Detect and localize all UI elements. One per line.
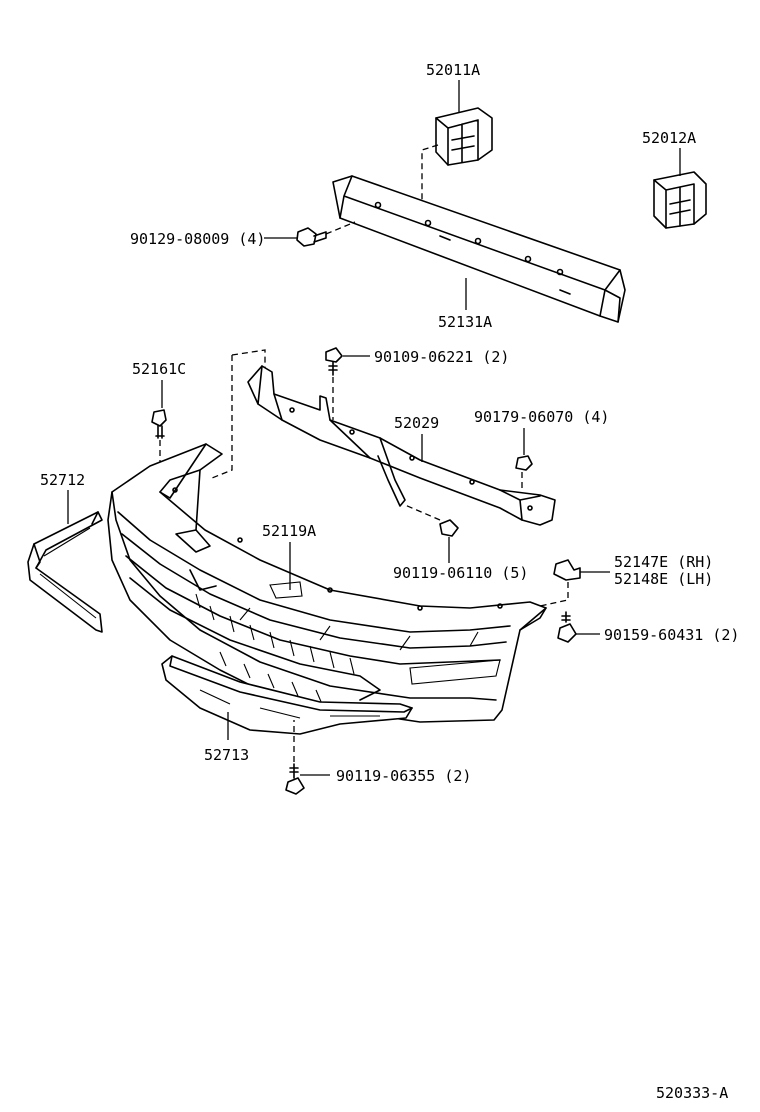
label-52119a: 52119A bbox=[262, 522, 316, 540]
diagram-id: 520333-A bbox=[656, 1084, 728, 1102]
dashed-guide-52011a bbox=[421, 144, 439, 205]
label-52161c: 52161C bbox=[132, 360, 186, 378]
label-90159-60431: 90159-60431 (2) bbox=[604, 626, 739, 644]
label-90119-06110: 90119-06110 (5) bbox=[393, 564, 528, 582]
screw-90159-60431[interactable] bbox=[557, 611, 577, 643]
reinforcement-52131a[interactable] bbox=[332, 175, 626, 323]
dashed-guide-90129 bbox=[325, 221, 356, 235]
bumper-cover-52119a[interactable] bbox=[107, 443, 547, 723]
retainer-52029[interactable] bbox=[247, 365, 556, 526]
label-52011a: 52011A bbox=[426, 61, 480, 79]
bracket-52147e-52148e[interactable] bbox=[553, 559, 581, 581]
label-90129-08009: 90129-08009 (4) bbox=[130, 230, 265, 248]
dashed-guide-retainer bbox=[211, 349, 266, 479]
label-52029: 52029 bbox=[394, 414, 439, 432]
screw-90109-06221[interactable] bbox=[325, 347, 343, 376]
label-52131a: 52131A bbox=[438, 313, 492, 331]
dashed-guide-90119-06110 bbox=[404, 504, 441, 521]
label-52012a: 52012A bbox=[642, 129, 696, 147]
molding-52713[interactable] bbox=[161, 655, 413, 735]
label-90109-06221: 90109-06221 (2) bbox=[374, 348, 509, 366]
bolt-90119-06110[interactable] bbox=[439, 519, 459, 537]
molding-52712[interactable] bbox=[27, 511, 103, 633]
label-52712: 52712 bbox=[40, 471, 85, 489]
bolt-90119-06355[interactable] bbox=[285, 763, 305, 795]
bracket-52011a[interactable] bbox=[435, 107, 493, 166]
label-90119-06355: 90119-06355 (2) bbox=[336, 767, 471, 785]
label-90179-06070: 90179-06070 (4) bbox=[474, 408, 609, 426]
bracket-52012a[interactable] bbox=[653, 171, 707, 229]
label-52148e: 52148E (LH) bbox=[614, 570, 713, 588]
label-52147e: 52147E (RH) bbox=[614, 553, 713, 571]
nut-90179-06070[interactable] bbox=[515, 455, 533, 471]
bolt-90129-08009[interactable] bbox=[296, 227, 327, 247]
clip-52161c[interactable] bbox=[151, 409, 167, 439]
label-52713: 52713 bbox=[204, 746, 249, 764]
dashed-guide-52147e bbox=[539, 582, 569, 607]
